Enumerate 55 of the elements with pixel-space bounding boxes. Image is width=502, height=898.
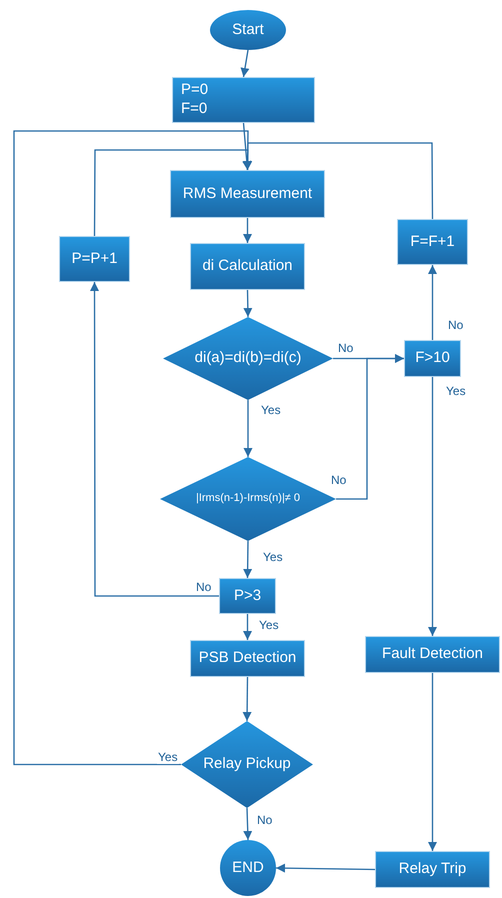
edge-label: Yes: [445, 385, 467, 398]
node-label: END: [232, 858, 264, 878]
arrow: [428, 377, 437, 636]
arrow: [336, 354, 404, 500]
process-box: [59, 236, 130, 282]
arrow: [428, 673, 437, 851]
node-label: RMS Measurement: [182, 184, 312, 204]
edge-label: No: [256, 814, 274, 828]
process-box: [397, 219, 468, 265]
arrow: [94, 149, 252, 236]
node-label: P=0: [181, 81, 208, 100]
edge-label: No: [447, 319, 464, 332]
node-label: Relay Trip: [398, 860, 466, 879]
arrow: [243, 541, 252, 578]
node-label: Fault Detection: [382, 645, 483, 664]
arrow: [243, 142, 434, 219]
decision-diamond: [181, 721, 313, 808]
process-box: [404, 340, 461, 377]
node-label: P>3: [234, 586, 262, 606]
edge-label: Yes: [258, 619, 280, 632]
arrow: [243, 218, 252, 243]
node-label: Relay Pickup: [203, 755, 291, 774]
process-box: [172, 77, 315, 123]
edge-label: Yes: [157, 751, 179, 764]
arrow: [243, 614, 252, 640]
process-box: [190, 243, 305, 290]
node-label: |Irms(n-1)-Irms(n)|≠ 0: [196, 492, 300, 506]
arrow: [276, 864, 375, 873]
process-box: [365, 636, 500, 673]
process-box: [375, 851, 490, 888]
process-box: [219, 578, 276, 614]
decision-diamond: [163, 317, 333, 400]
arrow: [244, 400, 252, 457]
edge-label: No: [330, 474, 348, 488]
node-label: PSB Detection: [198, 649, 296, 668]
arrow: [243, 290, 252, 318]
node-label: di(a)=di(b)=di(c): [194, 349, 302, 368]
arrow: [242, 677, 252, 721]
arrow: [240, 50, 250, 78]
arrow: [90, 282, 219, 597]
node-label: Start: [232, 20, 264, 40]
node-label: F=F+1: [410, 232, 455, 252]
process-box: [190, 640, 305, 677]
arrow: [243, 808, 252, 840]
edge-label: Yes: [260, 404, 282, 418]
node-label: P=P+1: [72, 250, 118, 268]
arrow: [428, 265, 437, 340]
edge-label: Yes: [262, 551, 284, 564]
process-box: [170, 170, 325, 218]
edge-label: No: [195, 581, 212, 594]
node-label: F>10: [415, 349, 450, 368]
edge-label: No: [337, 342, 354, 356]
node-label: F=0: [181, 100, 208, 119]
node-label: di Calculation: [202, 257, 293, 276]
arrow: [242, 122, 252, 170]
